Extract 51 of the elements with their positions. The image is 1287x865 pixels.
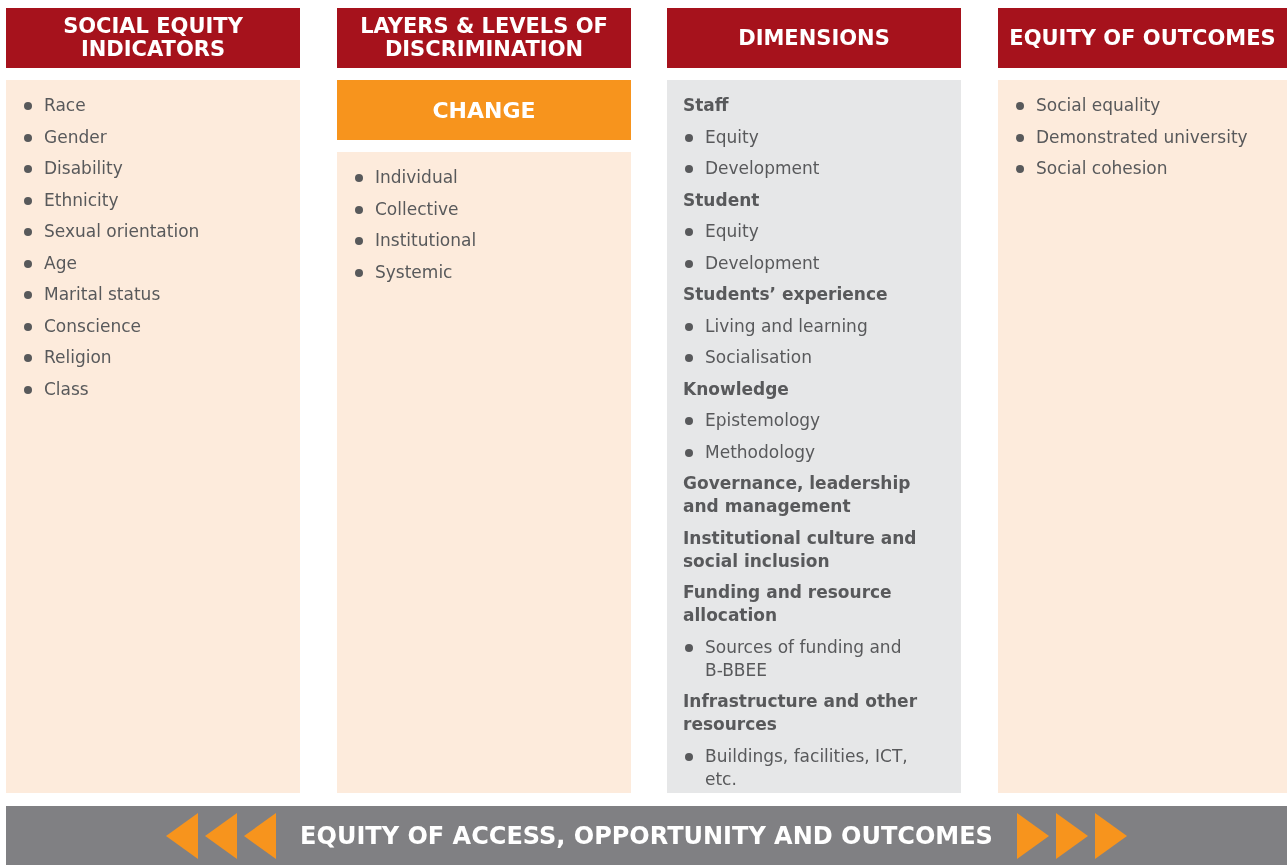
list-item: Socialisation [683, 346, 812, 369]
change-bar [337, 80, 631, 140]
column-title: LAYERS & LEVELS OF DISCRIMINATION [359, 15, 609, 61]
list-item: Development [683, 251, 820, 275]
list-item: Living and learning [683, 314, 868, 338]
list-item: Sources of funding and B-BBEE [683, 635, 921, 682]
column-title: SOCIAL EQUITY INDICATORS [62, 15, 244, 61]
bar-title: CHANGE [432, 97, 536, 123]
section-heading: Students’ experience [683, 283, 888, 306]
column-panel [998, 80, 1287, 793]
section-heading: Governance, leadership and management [683, 472, 912, 518]
list-item: Age [22, 251, 77, 275]
column-panel [667, 80, 961, 793]
section-heading: Staff [683, 94, 729, 117]
list-item: Disability [22, 157, 123, 180]
header-bar [667, 8, 961, 68]
list-item: Demonstrated university [1014, 125, 1248, 149]
list-item: Institutional [353, 229, 477, 252]
list-item: Buildings, facilities, ICT, etc. [683, 744, 921, 791]
column-panel [6, 80, 300, 793]
list-item: Sexual orientation [22, 220, 200, 243]
list-item: Methodology [683, 440, 816, 464]
header-bar [337, 8, 631, 68]
list-item: Class [22, 377, 89, 401]
list-item: Ethnicity [22, 188, 119, 212]
list-item: Collective [353, 197, 459, 221]
header-bar [998, 8, 1287, 68]
section-heading: Student [683, 188, 760, 212]
list-item: Social cohesion [1014, 157, 1168, 180]
column-panel [337, 152, 631, 793]
column-title: DIMENSIONS [738, 26, 890, 50]
band-title: EQUITY OF ACCESS, OPPORTUNITY AND OUTCOMES [300, 821, 993, 850]
list-item: Gender [22, 125, 107, 149]
header-bar [6, 8, 300, 68]
column-title: EQUITY OF OUTCOMES [1009, 26, 1276, 50]
list-item: Epistemology [683, 409, 821, 432]
list-item: Equity [683, 220, 759, 243]
section-heading: Institutional culture and social inclusion [683, 526, 918, 573]
list-item: Race [22, 94, 86, 117]
section-heading: Funding and resource allocation [683, 581, 893, 627]
list-item: Equity [683, 125, 759, 149]
section-heading: Knowledge [683, 377, 789, 401]
list-item: Conscience [22, 314, 141, 338]
list-item: Development [683, 157, 820, 180]
footer-band [6, 806, 1287, 865]
list-item: Religion [22, 346, 112, 369]
list-item: Individual [353, 166, 458, 189]
list-item: Marital status [22, 283, 161, 306]
list-item: Social equality [1014, 94, 1161, 117]
list-item: Systemic [353, 260, 453, 284]
section-heading: Infrastructure and other resources [683, 690, 919, 736]
